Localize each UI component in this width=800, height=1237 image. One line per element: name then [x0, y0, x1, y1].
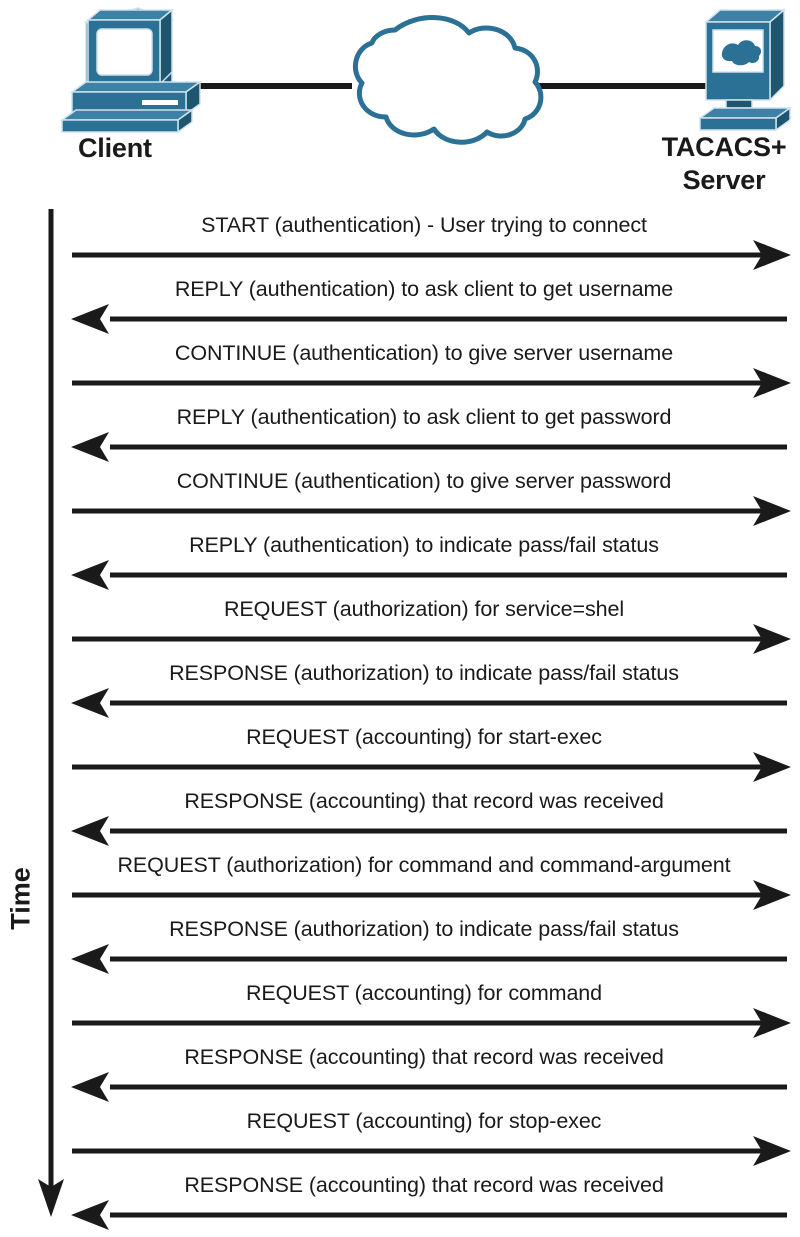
sequence-band: Time START (authentication) - User tryin…	[0, 205, 800, 1237]
message-row: RESPONSE (authorization) to indicate pas…	[0, 659, 800, 723]
arrow-head	[753, 1136, 791, 1166]
topology-band: Client TACACS+ Server	[0, 0, 800, 205]
arrow-head	[71, 432, 109, 462]
message-row: REPLY (authentication) to indicate pass/…	[0, 531, 800, 595]
arrow-head	[753, 240, 791, 270]
message-arrow-right	[72, 624, 791, 654]
message-label: RESPONSE (accounting) that record was re…	[184, 1045, 664, 1069]
message-label: RESPONSE (authorization) to indicate pas…	[169, 917, 679, 941]
arrow-head	[71, 944, 109, 974]
message-row: REPLY (authentication) to ask client to …	[0, 275, 800, 339]
message-arrow-left	[71, 1200, 787, 1230]
message-label: REPLY (authentication) to ask client to …	[176, 405, 672, 429]
network-cloud-icon	[352, 15, 544, 145]
message-label: RESPONSE (accounting) that record was re…	[184, 789, 664, 813]
server-label-line2: Server	[682, 165, 766, 195]
message-arrow-left	[71, 816, 787, 846]
arrow-head	[753, 1008, 791, 1038]
arrow-head	[71, 1200, 109, 1230]
message-row: CONTINUE (authentication) to give server…	[0, 339, 800, 403]
message-row: RESPONSE (accounting) that record was re…	[0, 787, 800, 851]
message-arrow-right	[72, 752, 791, 782]
message-label: REQUEST (accounting) for command	[245, 981, 603, 1005]
message-row: REQUEST (accounting) for command	[0, 979, 800, 1043]
message-label: RESPONSE (accounting) that record was re…	[184, 1173, 664, 1197]
message-label: START (authentication) - User trying to …	[201, 213, 647, 237]
message-row: CONTINUE (authentication) to give server…	[0, 467, 800, 531]
topology-graphics	[59, 7, 793, 145]
message-arrow-left	[71, 304, 787, 334]
arrow-head	[753, 496, 791, 526]
message-arrow-right	[72, 496, 791, 526]
message-row: RESPONSE (accounting) that record was re…	[0, 1043, 800, 1107]
message-row: REQUEST (authorization) for service=shel	[0, 595, 800, 659]
arrow-head	[71, 304, 109, 334]
message-row: RESPONSE (accounting) that record was re…	[0, 1171, 800, 1235]
message-arrow-left	[71, 432, 787, 462]
arrow-head	[71, 816, 109, 846]
message-arrow-right	[72, 368, 791, 398]
arrow-head	[753, 752, 791, 782]
message-arrow-left	[71, 1072, 787, 1102]
arrow-head	[753, 880, 791, 910]
message-label: REQUEST (authorization) for service=shel	[223, 597, 625, 621]
client-label: Client	[78, 133, 152, 163]
server-label-line1: TACACS+	[661, 132, 787, 162]
message-label: CONTINUE (authentication) to give server…	[174, 341, 674, 365]
message-label: REQUEST (authorization) for command and …	[117, 853, 731, 877]
message-row: REQUEST (accounting) for start-exec	[0, 723, 800, 787]
arrow-head	[71, 688, 109, 718]
time-axis-arrow-icon	[38, 209, 64, 1217]
message-label: REPLY (authentication) to indicate pass/…	[189, 533, 659, 557]
message-label: REQUEST (accounting) for stop-exec	[246, 1109, 602, 1133]
message-arrow-left	[71, 560, 787, 590]
message-label: REPLY (authentication) to ask client to …	[174, 277, 674, 301]
message-row: REPLY (authentication) to ask client to …	[0, 403, 800, 467]
desktop-computer-icon	[59, 7, 203, 134]
message-row: RESPONSE (authorization) to indicate pas…	[0, 915, 800, 979]
arrow-head	[71, 1072, 109, 1102]
server-monitor-cloud-icon	[697, 8, 793, 132]
message-arrow-right	[72, 880, 791, 910]
arrow-head	[753, 368, 791, 398]
message-arrow-left	[71, 944, 787, 974]
server-label: TACACS+ Server	[648, 131, 800, 197]
message-arrow-right	[72, 1136, 791, 1166]
arrow-head	[753, 624, 791, 654]
message-row: REQUEST (accounting) for stop-exec	[0, 1107, 800, 1171]
message-label: CONTINUE (authentication) to give server…	[176, 469, 672, 493]
message-label: RESPONSE (authorization) to indicate pas…	[169, 661, 679, 685]
message-row: START (authentication) - User trying to …	[0, 211, 800, 275]
arrow-head	[71, 560, 109, 590]
message-arrow-left	[71, 688, 787, 718]
message-arrow-right	[72, 1008, 791, 1038]
message-label: REQUEST (accounting) for start-exec	[246, 725, 602, 749]
message-row: REQUEST (authorization) for command and …	[0, 851, 800, 915]
message-arrow-right	[72, 240, 791, 270]
